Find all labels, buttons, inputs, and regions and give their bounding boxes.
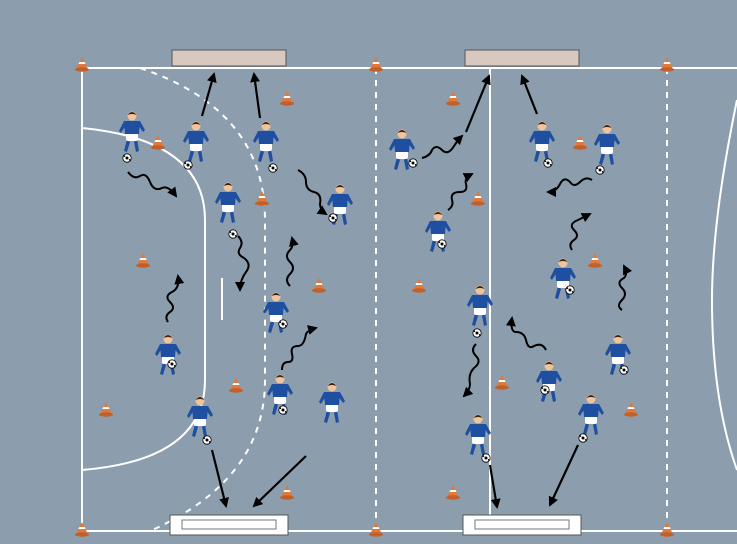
ball-icon — [438, 240, 446, 248]
ball-icon — [168, 360, 176, 368]
ball-icon — [329, 214, 337, 222]
ball-icon — [184, 161, 192, 169]
ball-icon — [279, 406, 287, 414]
ball-icon — [541, 386, 549, 394]
ball-icon — [620, 366, 628, 374]
ball-icon — [409, 159, 417, 167]
goal-icon — [170, 515, 288, 535]
ball-icon — [482, 454, 490, 462]
ball-icon — [544, 159, 552, 167]
ball-icon — [229, 230, 237, 238]
ball-icon — [579, 434, 587, 442]
ball-icon — [473, 329, 481, 337]
ball-icon — [566, 286, 574, 294]
ball-icon — [203, 436, 211, 444]
ball-icon — [269, 164, 277, 172]
ball-icon — [123, 154, 131, 162]
goal-icon — [465, 50, 579, 66]
ball-icon — [596, 166, 604, 174]
goal-icon — [172, 50, 286, 66]
goal-icon — [463, 515, 581, 535]
ball-icon — [279, 320, 287, 328]
